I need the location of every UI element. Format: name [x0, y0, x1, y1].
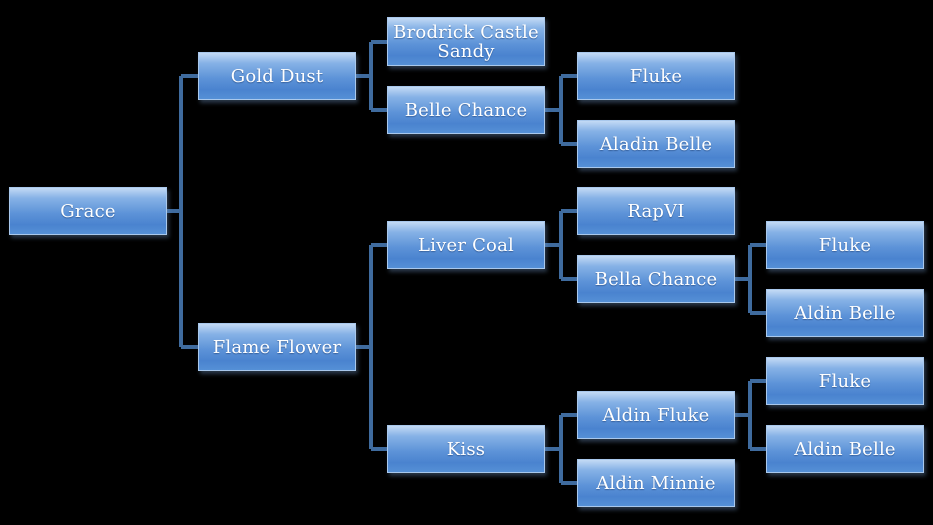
connector-liver-coal [545, 209, 577, 281]
connector-gold-dust [356, 40, 387, 112]
node-gold-dust: Gold Dust [198, 52, 356, 100]
node-aldin-fluke: Aldin Fluke [577, 391, 735, 439]
node-grace: Grace [9, 187, 167, 235]
node-fluke: Fluke [577, 52, 735, 100]
node-flame-flower: Flame Flower [198, 323, 356, 371]
connector-flame-flower [356, 243, 387, 451]
node-brodrick-castle-sandy: Brodrick Castle Sandy [387, 17, 545, 66]
node-aldin-minnie: Aldin Minnie [577, 459, 735, 507]
connector-belle-chance [545, 74, 577, 146]
connector-grace [167, 74, 198, 349]
node-rapvi: RapVI [577, 187, 735, 235]
connector-kiss [545, 413, 577, 485]
node-bella-chance: Bella Chance [577, 255, 735, 303]
node-fluke-3: Fluke [766, 357, 924, 405]
node-aldin-belle-2: Aldin Belle [766, 425, 924, 473]
node-belle-chance: Belle Chance [387, 86, 545, 134]
node-fluke-2: Fluke [766, 221, 924, 269]
node-aladin-belle: Aladin Belle [577, 120, 735, 168]
connector-aldin-fluke [735, 379, 766, 451]
node-kiss: Kiss [387, 425, 545, 473]
node-aldin-belle-1: Aldin Belle [766, 289, 924, 337]
node-liver-coal: Liver Coal [387, 221, 545, 269]
connector-bella-chance [735, 243, 766, 315]
